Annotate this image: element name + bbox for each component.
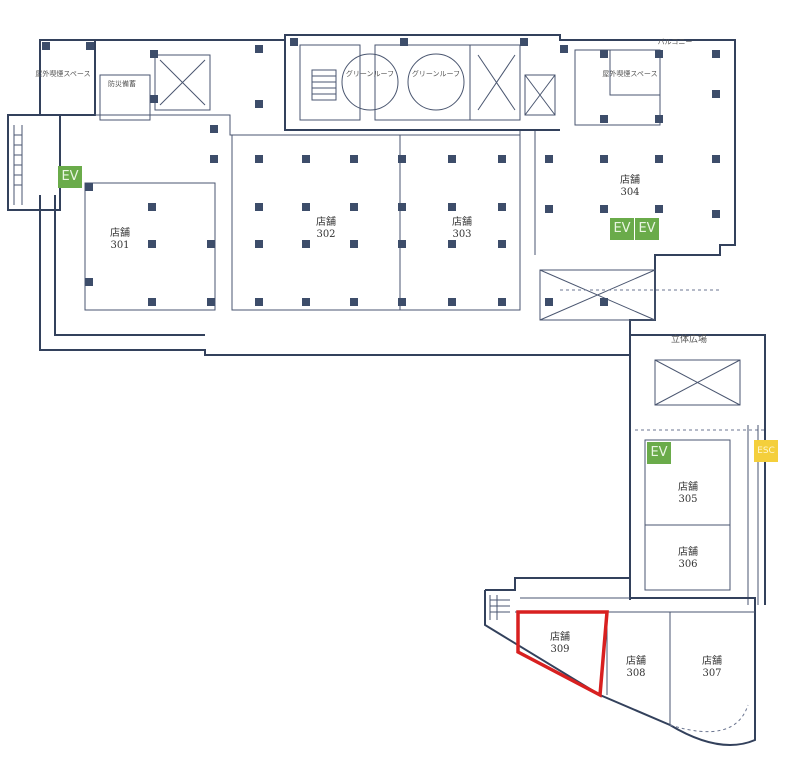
store-number: 308 bbox=[626, 668, 646, 679]
store-number: 309 bbox=[550, 644, 570, 655]
green-roof-2-label: グリーンルーフ bbox=[411, 70, 461, 78]
smoking-area-right-label: 屋外喫煙スペース bbox=[602, 70, 658, 78]
store-name: 店舗 bbox=[702, 656, 722, 667]
store-number: 306 bbox=[678, 559, 698, 570]
store-name: 店舗 bbox=[678, 547, 698, 558]
store-number: 305 bbox=[678, 494, 698, 505]
store-number: 302 bbox=[316, 229, 336, 240]
balcony-label: バルコニー bbox=[657, 38, 693, 46]
smoking-area-left-label: 屋外喫煙スペース bbox=[35, 70, 91, 78]
store-name: 店舗 bbox=[452, 217, 472, 228]
store-number: 304 bbox=[620, 187, 640, 198]
store-name: 店舗 bbox=[626, 656, 646, 667]
disaster-storage-label: 防災備蓄 bbox=[108, 80, 136, 88]
store-name: 店舗 bbox=[110, 228, 130, 239]
elevator-icon: EV bbox=[635, 218, 659, 240]
store-name: 店舗 bbox=[316, 217, 336, 228]
store-309-highlight bbox=[516, 610, 609, 698]
escalator-icon: ESC bbox=[754, 440, 778, 462]
store-number: 303 bbox=[452, 229, 472, 240]
elevator-icon: EV bbox=[58, 166, 82, 188]
plaza-label: 立体広場 bbox=[670, 335, 707, 345]
store-number: 301 bbox=[110, 240, 130, 251]
store-name: 店舗 bbox=[678, 482, 698, 493]
store-name: 店舗 bbox=[550, 632, 570, 643]
elevator-icon: EV bbox=[647, 442, 671, 464]
elevator-icon: EV bbox=[610, 218, 634, 240]
store-number: 307 bbox=[702, 668, 722, 679]
green-roof-1-label: グリーンルーフ bbox=[345, 70, 395, 78]
store-name: 店舗 bbox=[620, 175, 640, 186]
